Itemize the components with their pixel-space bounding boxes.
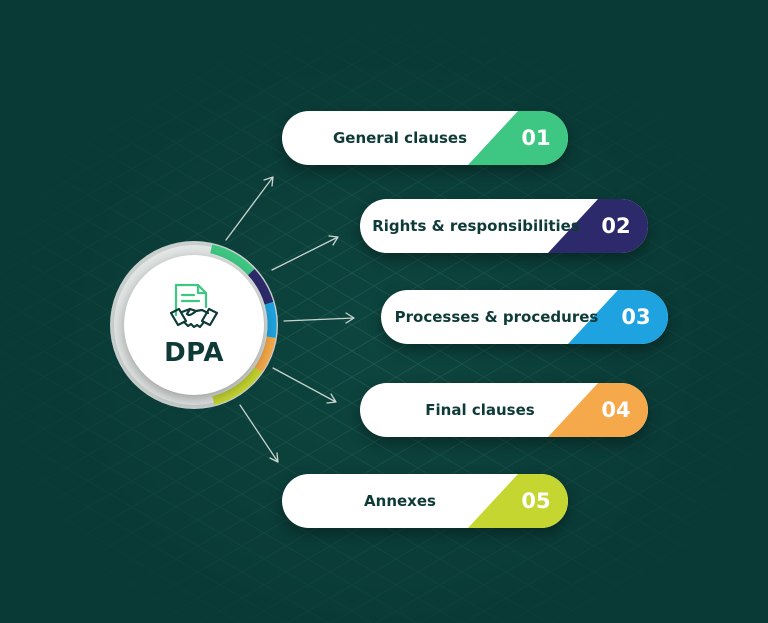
item-final-clauses: Final clauses 04 — [360, 383, 648, 437]
document-handshake-icon — [169, 283, 219, 329]
item-label: Annexes — [364, 492, 436, 510]
item-processes-procedures: Processes & procedures 03 — [381, 290, 668, 344]
arrow-to-general-clauses — [225, 176, 274, 241]
item-label: Rights & responsibilities — [372, 217, 580, 235]
item-rights-responsibilities: Rights & responsibilities 02 — [360, 199, 648, 253]
item-general-clauses: General clauses 01 — [282, 111, 568, 165]
ring-segment-03 — [264, 302, 277, 339]
arrow-to-processes-procedures — [283, 312, 355, 324]
item-label: Final clauses — [425, 401, 535, 419]
ring-segment-01 — [210, 244, 255, 276]
item-number: 04 — [601, 398, 631, 422]
item-number: 01 — [521, 126, 551, 150]
ring-segment-05 — [212, 367, 262, 405]
ring-segment-02 — [247, 269, 274, 305]
arrow-to-annexes — [239, 404, 279, 463]
item-label: General clauses — [332, 129, 468, 147]
arrow-to-final-clauses — [272, 367, 337, 404]
item-number: 02 — [601, 214, 631, 238]
item-number: 03 — [621, 305, 651, 329]
item-number: 05 — [521, 489, 551, 513]
item-label: Processes & procedures — [394, 308, 599, 326]
center-label: DPA — [164, 338, 224, 368]
center-circle — [124, 255, 264, 395]
arrow-to-rights-responsibilities — [271, 235, 339, 271]
item-annexes: Annexes 05 — [282, 474, 568, 528]
ring-segment-04 — [254, 336, 276, 373]
